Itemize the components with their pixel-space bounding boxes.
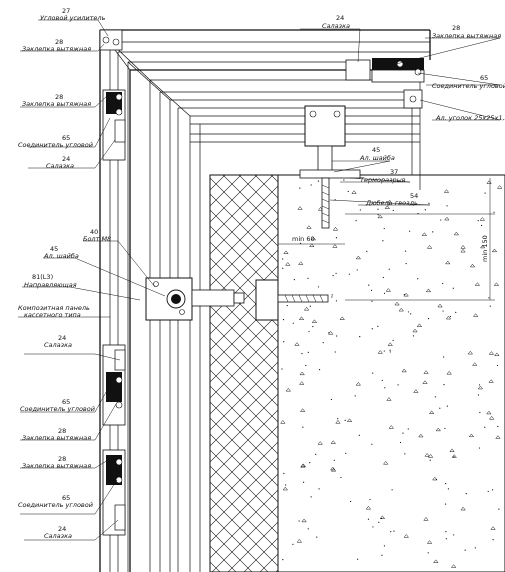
- callout-28-top-number: 28: [452, 24, 460, 32]
- insulation-layer: [209, 174, 279, 572]
- callout-45b: 45 Ал. шайба: [359, 146, 395, 162]
- left-slide-top: [102, 89, 126, 161]
- top-horizontal-profile: [100, 29, 431, 190]
- callout-28a: 28 Заклепка вытяжная: [22, 38, 91, 53]
- callout-28b-label: Заклепка вытяжная: [22, 100, 91, 108]
- callout-24c-label: Салазка: [44, 532, 72, 540]
- callout-40: 40 Болт М8: [83, 228, 111, 243]
- concrete-texture: [280, 179, 503, 568]
- callout-37-number: 37: [390, 168, 398, 176]
- callout-28d-label: Заклепка вытяжная: [22, 462, 91, 470]
- mid-bracket: [145, 277, 329, 321]
- callout-65c: 65 Соединитель угловой: [18, 494, 93, 509]
- callout-65-top: 65 Соединитель угловой: [432, 74, 505, 90]
- callout-81-number: 81(L3): [32, 273, 53, 281]
- callout-24b-number: 24: [58, 334, 66, 342]
- callout-24a: 24 Салазка: [46, 155, 74, 170]
- top-right-slide: [345, 58, 425, 109]
- callout-45a: 45 Ал. шайба: [43, 245, 79, 260]
- callout-28c-label: Заклепка вытяжная: [22, 434, 91, 442]
- callout-54-number: 54: [410, 192, 418, 200]
- callout-24-top-number: 24: [336, 14, 344, 22]
- callout-65a: 65 Соединитель угловой: [18, 134, 93, 149]
- leader-lines: [18, 19, 501, 541]
- callout-angle: Ал. уголок 25х25х1,5: [435, 114, 505, 122]
- callout-24c-number: 24: [58, 525, 66, 533]
- dimension-min150-label: min 150: [481, 235, 489, 262]
- left-slide-middle: [102, 344, 126, 426]
- callout-28c: 28 Заклепка вытяжная: [22, 427, 91, 442]
- callout-27: 27 Угловой усилитель: [40, 7, 106, 22]
- dimension-min150: min 150: [345, 178, 495, 301]
- callout-24a-number: 24: [62, 155, 70, 163]
- callout-65a-number: 65: [62, 134, 70, 142]
- callout-27-number: 27: [62, 7, 70, 15]
- callout-28-top-label: Заклепка вытяжная: [432, 32, 501, 40]
- callout-27-label: Угловой усилитель: [40, 14, 106, 22]
- callout-65-top-label: Соединитель угловой: [432, 82, 505, 90]
- top-bracket: [299, 105, 361, 229]
- callout-81-label: Направляющая: [24, 281, 77, 289]
- callout-28d: 28 Заклепка вытяжная: [22, 455, 91, 470]
- callout-65b-label: Соединитель угловой: [20, 405, 95, 413]
- callout-panel-line1: Композитная панель: [18, 304, 90, 312]
- callout-81: 81(L3) Направляющая: [24, 273, 77, 289]
- callout-panel-line2: кассетного типа: [24, 311, 81, 319]
- callout-panel: Композитная панель кассетного типа: [18, 304, 90, 319]
- callout-28a-label: Заклепка вытяжная: [22, 45, 91, 53]
- callout-28-top: 28 Заклепка вытяжная: [432, 24, 501, 40]
- callout-28b-number: 28: [55, 93, 63, 101]
- callout-65c-label: Соединитель угловой: [18, 501, 93, 509]
- concrete-wall: [277, 174, 505, 572]
- callout-65-top-number: 65: [480, 74, 488, 82]
- callout-37-label: Терморазрыв: [360, 176, 406, 184]
- callout-65b: 65 Соединитель угловой: [20, 398, 95, 413]
- callout-65c-number: 65: [62, 494, 70, 502]
- callout-24a-label: Салазка: [46, 162, 74, 170]
- callout-65b-number: 65: [62, 398, 70, 406]
- callout-54-label: Дюбель-гвоздь: [365, 199, 418, 207]
- callout-65a-label: Соединитель угловой: [18, 141, 93, 149]
- dimension-min60-label: min 60: [292, 235, 315, 243]
- corner-reinforcement: [99, 29, 123, 51]
- callout-28d-number: 28: [58, 455, 66, 463]
- callout-45b-label: Ал. шайба: [359, 154, 395, 162]
- left-slide-bottom: [102, 449, 126, 536]
- callout-24b-label: Салазка: [44, 341, 72, 349]
- callout-40-label: Болт М8: [83, 235, 111, 243]
- callout-45b-number: 45: [372, 146, 380, 154]
- callout-40-number: 40: [90, 228, 98, 236]
- callout-28b: 28 Заклепка вытяжная: [22, 93, 91, 108]
- callout-54: 54 Дюбель-гвоздь: [365, 192, 418, 207]
- callout-24b: 24 Салазка: [44, 334, 72, 349]
- callout-24c: 24 Салазка: [44, 525, 72, 540]
- dimension-min60: min 60: [278, 235, 345, 245]
- callout-24-top: 24 Салазка: [322, 14, 350, 30]
- callout-45a-number: 45: [50, 245, 58, 253]
- callout-28c-number: 28: [58, 427, 66, 435]
- callout-37: 37 Терморазрыв: [360, 168, 406, 184]
- callout-24-top-label: Салазка: [322, 22, 350, 30]
- callout-45a-label: Ал. шайба: [43, 252, 79, 260]
- callout-28a-number: 28: [55, 38, 63, 46]
- callout-angle-label: Ал. уголок 25х25х1,5: [435, 114, 505, 122]
